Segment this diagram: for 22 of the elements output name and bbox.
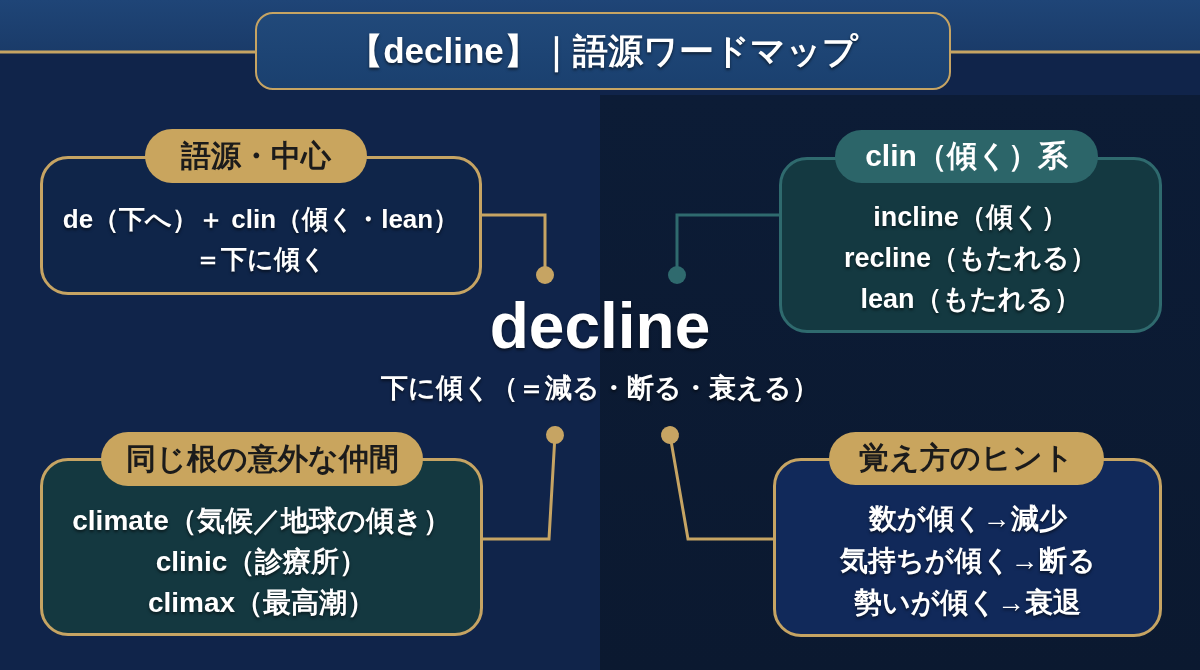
entry-text: recline（もたれる）	[843, 241, 1098, 275]
meaning-text: 下に傾く（＝減る・断る・衰える）	[381, 372, 819, 404]
connector-line	[661, 426, 773, 541]
entry-text: 勢いが傾く→衰退	[854, 586, 1081, 620]
heading-tab: 覚え方のヒント	[829, 432, 1104, 485]
entry-text: lean（もたれる）	[860, 282, 1081, 316]
connector-line	[668, 213, 779, 284]
entry-text: incline（傾く）	[873, 200, 1068, 234]
entry-text: 気持ちが傾く→断る	[839, 544, 1096, 578]
headword: decline	[489, 291, 711, 361]
connector-line	[482, 213, 554, 284]
title-banner: 【decline】｜語源ワードマップ	[255, 12, 951, 90]
entry-text: 数が傾く→減少	[868, 502, 1067, 536]
heading-tab: 語源・中心	[145, 129, 367, 183]
entry-text: ＝下に傾く	[195, 243, 327, 276]
connector-line	[483, 426, 564, 541]
entry-text: climate（気候／地球の傾き）	[72, 503, 451, 538]
heading-tab: 同じ根の意外な仲間	[101, 432, 423, 486]
entry-text: clinic（診療所）	[155, 544, 368, 579]
heading-tab: clin（傾く）系	[835, 130, 1098, 183]
entry-text: climax（最高潮）	[147, 585, 376, 620]
entry-text: de（下へ）＋ clin（傾く・lean）	[62, 203, 460, 236]
